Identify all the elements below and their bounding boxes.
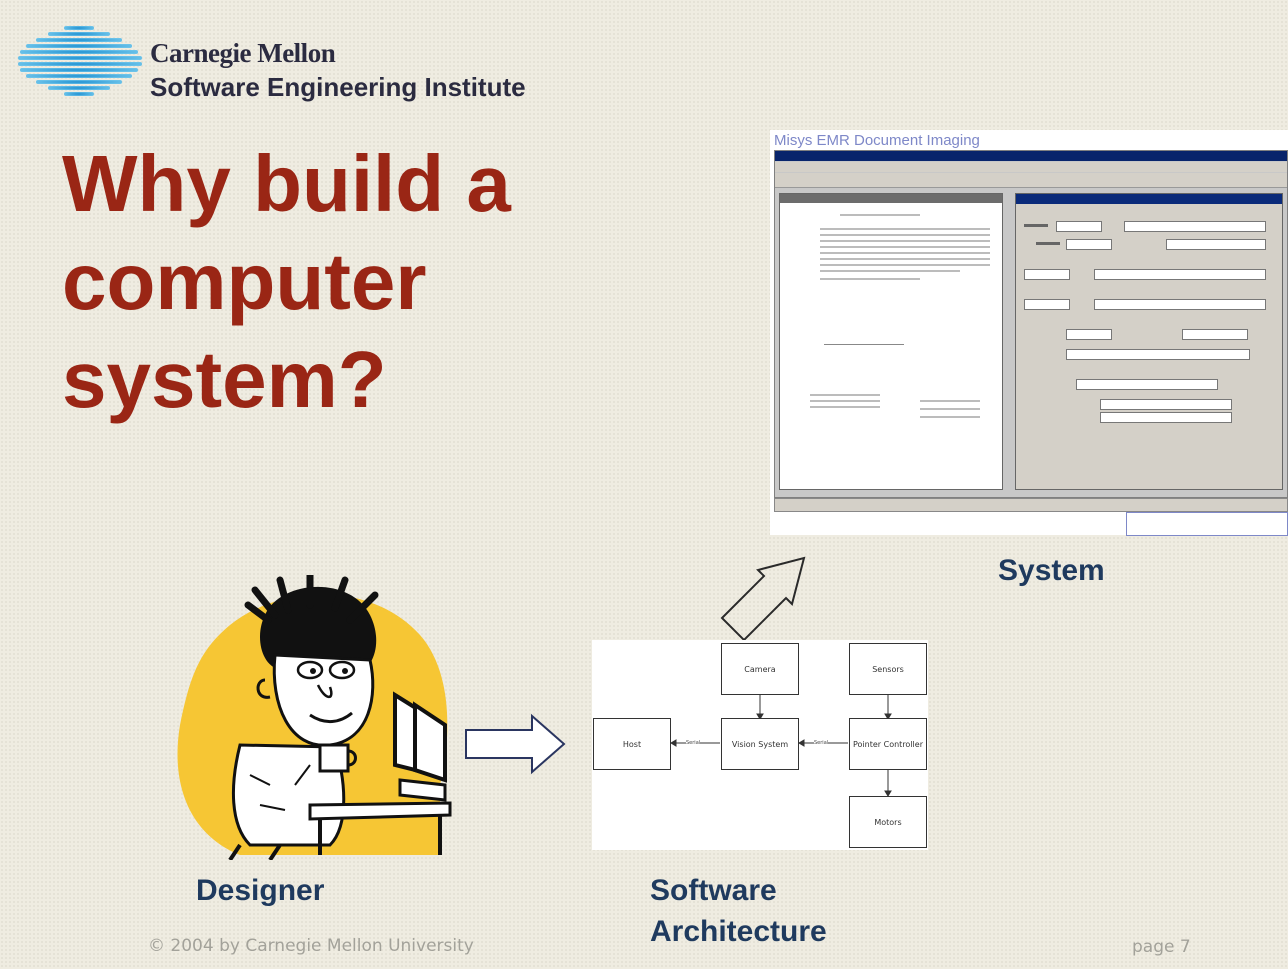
emr-document-pane	[779, 193, 1003, 490]
architecture-connectors	[670, 695, 892, 797]
form-field	[1076, 379, 1218, 390]
form-field	[1056, 221, 1102, 232]
arch-box-host: Host	[593, 718, 671, 770]
form-field	[1094, 269, 1266, 280]
form-field	[1024, 299, 1070, 310]
doc-text-line	[840, 214, 920, 216]
form-field	[1182, 329, 1248, 340]
form-field	[1124, 221, 1266, 232]
arch-box-motors: Motors	[849, 796, 927, 848]
system-screenshot-heading: Misys EMR Document Imaging	[774, 132, 980, 149]
doc-text-line	[920, 408, 980, 410]
emr-image-link-box	[1126, 512, 1288, 536]
caption-designer: Designer	[196, 874, 325, 907]
form-label	[1036, 242, 1060, 245]
doc-text-line	[820, 234, 990, 236]
arrow-right-icon	[465, 713, 566, 775]
emr-status-bar	[774, 498, 1288, 512]
form-field	[1100, 412, 1232, 423]
doc-text-line	[820, 270, 960, 272]
doc-text-line	[820, 228, 990, 230]
doc-text-line	[820, 240, 990, 242]
slide-title: Why build a computer system?	[62, 139, 511, 424]
form-label	[1024, 224, 1048, 227]
sei-logo-icon	[18, 26, 142, 96]
arch-link-label: Serial	[814, 740, 829, 746]
emr-toolbar	[775, 173, 1287, 188]
doc-text-line	[820, 264, 990, 266]
system-screenshot: Misys EMR Document Imaging	[770, 130, 1288, 536]
org-institute: Software Engineering Institute	[150, 72, 526, 102]
doc-text-line	[820, 246, 990, 248]
emr-form-pane	[1015, 193, 1283, 490]
arrow-to-system-icon	[720, 556, 806, 642]
doc-text-line	[920, 416, 980, 418]
arch-box-camera: Camera	[721, 643, 799, 695]
architecture-diagram: Camera Sensors Host Vision System Pointe…	[592, 640, 928, 850]
doc-text-line	[820, 258, 990, 260]
doc-text-line	[810, 394, 880, 396]
doc-text-line	[820, 252, 990, 254]
doc-text-line	[810, 406, 880, 408]
emr-document-pane-titlebar	[780, 194, 1002, 203]
caption-system: System	[998, 554, 1105, 587]
org-name: Carnegie Mellon	[150, 38, 336, 68]
designer-illustration	[177, 575, 452, 860]
doc-text-line	[810, 400, 880, 402]
emr-titlebar	[775, 151, 1287, 161]
form-field	[1094, 299, 1266, 310]
form-field	[1100, 399, 1232, 410]
emr-menubar	[775, 162, 1287, 172]
doc-text-line	[820, 278, 920, 280]
arch-box-vision-system: Vision System	[721, 718, 799, 770]
emr-app-window	[774, 150, 1288, 498]
footer-copyright: © 2004 by Carnegie Mellon University	[148, 936, 474, 956]
form-field	[1066, 239, 1112, 250]
form-field	[1166, 239, 1266, 250]
doc-text-line	[920, 400, 980, 402]
footer-page-number: page 7	[1132, 937, 1191, 957]
caption-software-architecture: Software Architecture	[650, 874, 827, 948]
form-field	[1066, 329, 1112, 340]
arch-box-pointer-controller: Pointer Controller	[849, 718, 927, 770]
arch-box-sensors: Sensors	[849, 643, 927, 695]
form-field	[1066, 349, 1250, 360]
arch-link-label: Serial	[686, 740, 701, 746]
doc-signature-line	[824, 344, 904, 345]
form-field	[1024, 269, 1070, 280]
emr-form-titlebar	[1016, 194, 1282, 204]
